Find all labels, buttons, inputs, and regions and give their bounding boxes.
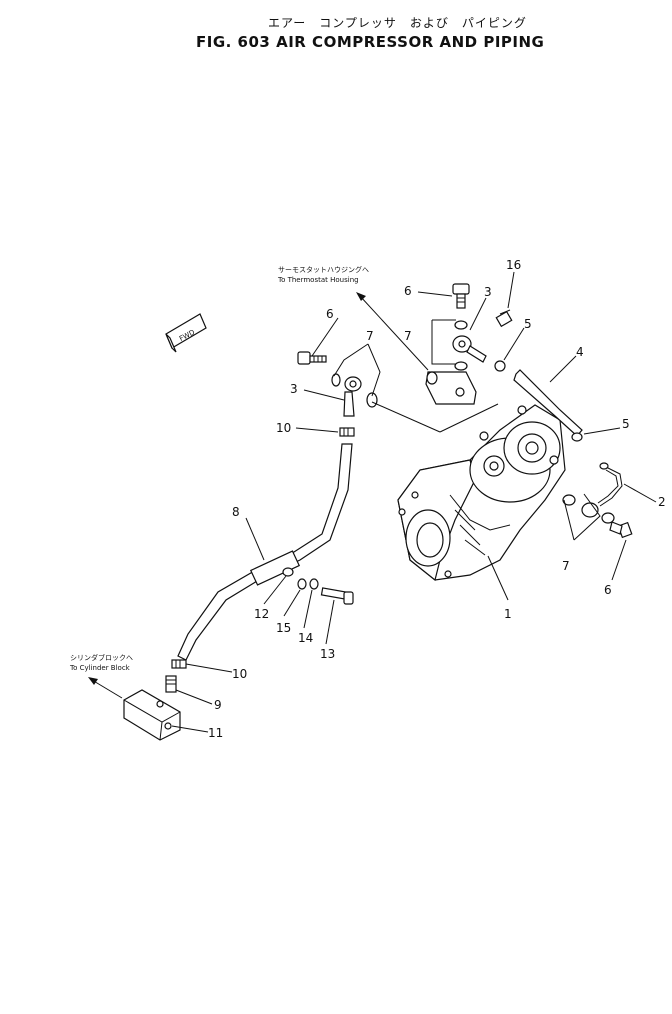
- washer-upper: [494, 360, 506, 372]
- callout-10-upper: 10: [276, 421, 291, 435]
- thermostat-note: To Thermostat Housing: [277, 276, 359, 284]
- elbow-stem: [343, 391, 355, 417]
- callout-6-right: 6: [604, 583, 612, 597]
- elbow-nipple: [165, 675, 177, 693]
- cylinder-arrow-head: [88, 677, 98, 685]
- callout-5-right: 5: [622, 417, 630, 431]
- callout-8: 8: [232, 505, 240, 519]
- callout-3-top: 3: [484, 285, 492, 299]
- figure-title-japanese: エアー コンプレッサ および パイピング: [268, 16, 527, 30]
- hose-clamp-lower: [171, 659, 187, 669]
- cylinder-arrow-line: [91, 679, 123, 699]
- thermostat-note-japanese: サーモスタットハウジングへ: [278, 265, 369, 274]
- gasket-lower: [454, 361, 468, 371]
- connector-block: [425, 371, 477, 405]
- callout-16: 16: [506, 258, 521, 272]
- gasket-left-inner: [331, 373, 341, 387]
- gasket-right: [562, 494, 576, 506]
- callout-15: 15: [276, 621, 291, 635]
- fwd-arrow-icon: FWD: [165, 313, 207, 353]
- washer-right: [571, 432, 583, 442]
- callout-3-left: 3: [290, 382, 298, 396]
- hose-clamp-upper: [339, 427, 355, 437]
- banjo-bolt-upper: [452, 283, 470, 309]
- cylinder-note-japanese: シリンダブロックへ: [70, 653, 133, 662]
- thermostat-arrow-line: [359, 295, 429, 371]
- callout-13: 13: [320, 647, 335, 661]
- clamp-bolt: [320, 587, 354, 605]
- hose-sleeve: [249, 550, 301, 586]
- banjo-fitting-upper: [452, 335, 487, 363]
- callout-14: 14: [298, 631, 313, 645]
- callout-1: 1: [504, 607, 512, 621]
- lock-washer: [297, 578, 307, 590]
- callout-11: 11: [208, 726, 223, 740]
- pipe: [599, 465, 623, 507]
- callout-7-right: 7: [562, 559, 570, 573]
- air-compressor: [397, 404, 566, 582]
- callout-10-lower: 10: [232, 667, 247, 681]
- callout-2: 2: [658, 495, 666, 509]
- flat-washer: [309, 578, 319, 590]
- leader-lines: [171, 271, 657, 733]
- callout-5-top: 5: [524, 317, 532, 331]
- plug: [495, 309, 513, 328]
- banjo-bolt-left: [297, 351, 327, 365]
- cylinder-note: To Cylinder Block: [69, 664, 131, 672]
- banjo-bolt-right: [609, 521, 633, 539]
- water-hose: [177, 443, 353, 661]
- water-block: [123, 689, 181, 741]
- gasket-upper: [454, 320, 468, 330]
- callout-7-left: 7: [366, 329, 374, 343]
- callout-9: 9: [214, 698, 222, 712]
- leader-compressor: [371, 401, 441, 433]
- clamp-bracket: [282, 567, 294, 577]
- callout-7-top: 7: [404, 329, 412, 343]
- thermostat-arrow-head: [356, 292, 366, 301]
- callout-6-top: 6: [404, 284, 412, 298]
- callout-6-left: 6: [326, 307, 334, 321]
- gasket-right-outer: [601, 512, 615, 524]
- figure-title: FIG. 603 AIR COMPRESSOR AND PIPING: [196, 33, 545, 51]
- callout-4: 4: [576, 345, 584, 359]
- callout-12: 12: [254, 607, 269, 621]
